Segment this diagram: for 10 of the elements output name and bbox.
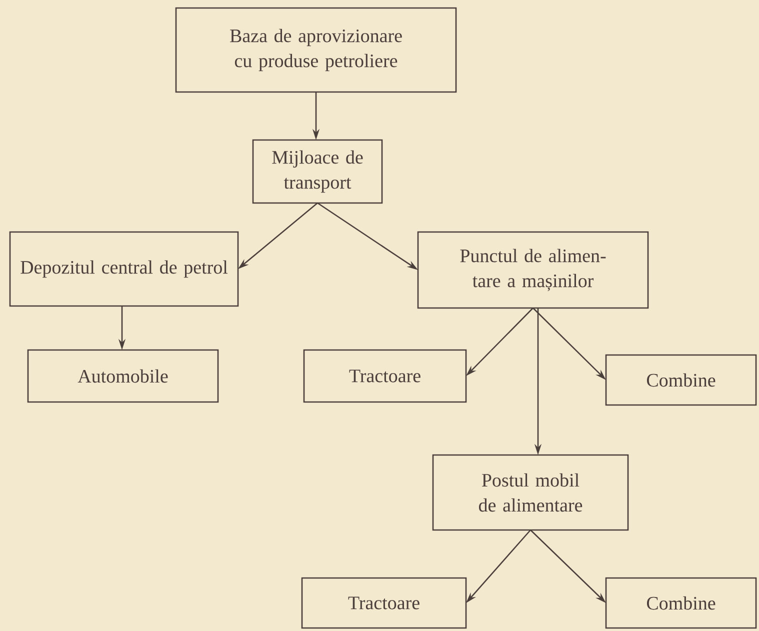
process-box: Tractoare bbox=[301, 577, 467, 629]
process-box: Combine bbox=[605, 577, 757, 629]
process-box: Tractoare bbox=[303, 349, 467, 403]
process-box: Baza de aprovizionare cu produse petroliere bbox=[175, 7, 457, 93]
process-box: Mijloace de transport bbox=[252, 139, 383, 204]
process-box: Postul mobil de alimentare bbox=[432, 454, 629, 531]
process-box: Combine bbox=[605, 354, 757, 406]
process-box: Depozitul central de petrol bbox=[9, 231, 239, 307]
process-box: Punctul de alimen-tare a mașinilor bbox=[417, 231, 649, 309]
process-box: Automobile bbox=[27, 349, 219, 403]
